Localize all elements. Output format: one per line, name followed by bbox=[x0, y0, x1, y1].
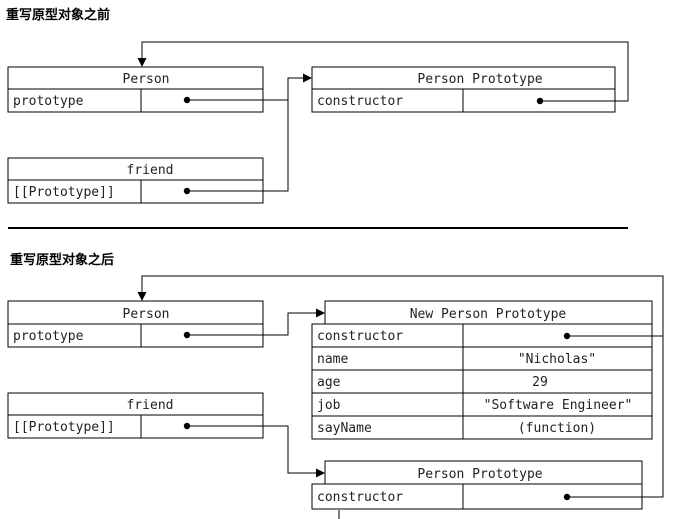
before-constructor-arrowhead bbox=[137, 58, 147, 67]
after-friend-prototype-label: [[Prototype]] bbox=[13, 420, 115, 435]
new-prototype-row-label: constructor bbox=[317, 329, 403, 344]
before-friend-box: friend [[Prototype]] bbox=[7, 157, 264, 204]
new-prototype-row-label: job bbox=[317, 398, 341, 413]
before-constructor-to-person-wire bbox=[141, 41, 629, 102]
new-prototype-row-value: "Software Engineer" bbox=[484, 398, 633, 413]
new-prototype-row-value: "Nicholas" bbox=[518, 352, 596, 367]
after-friend-box: friend [[Prototype]] bbox=[7, 392, 264, 439]
after-person-box: Person prototype bbox=[7, 300, 264, 348]
new-prototype-row-value: (function) bbox=[518, 421, 596, 436]
before-person-prototype-box: Person Prototype constructor bbox=[311, 66, 616, 113]
after-friend-title: friend bbox=[127, 398, 174, 413]
new-prototype-row-value: 29 bbox=[532, 375, 548, 390]
before-person-prototype-label: prototype bbox=[13, 94, 84, 109]
after-person-prototype-label: prototype bbox=[13, 329, 84, 344]
after-person-prototype-title: Person Prototype bbox=[417, 467, 542, 482]
new-person-prototype-box: New Person Prototype constructor name "N… bbox=[311, 300, 653, 440]
after-constructor-to-person-wire bbox=[141, 275, 664, 336]
before-constructor-label: constructor bbox=[317, 94, 403, 109]
new-prototype-row-label: sayName bbox=[317, 421, 372, 436]
after-friend-to-old-prototype-arrowhead bbox=[316, 468, 325, 478]
after-constructor-label: constructor bbox=[317, 490, 403, 505]
before-friend-title: friend bbox=[127, 163, 174, 178]
after-person-to-new-prototype-arrowhead bbox=[316, 308, 325, 318]
new-prototype-row-label: age bbox=[317, 375, 341, 390]
before-person-box: Person prototype bbox=[7, 66, 264, 113]
before-section-title: 重写原型对象之前 bbox=[6, 7, 110, 23]
before-person-to-prototype-wire bbox=[187, 77, 304, 101]
before-friend-prototype-label: [[Prototype]] bbox=[13, 185, 115, 200]
after-person-to-new-prototype-wire bbox=[187, 312, 317, 336]
after-friend-to-old-prototype-wire bbox=[187, 425, 317, 474]
new-prototype-row-label: name bbox=[317, 352, 348, 367]
after-constructor-arrowhead bbox=[137, 292, 147, 301]
before-person-title: Person bbox=[123, 72, 170, 87]
new-person-prototype-title: New Person Prototype bbox=[410, 307, 567, 322]
before-friend-to-prototype-wire bbox=[187, 100, 289, 192]
after-person-prototype-box: Person Prototype constructor bbox=[311, 460, 643, 510]
before-person-prototype-title: Person Prototype bbox=[417, 72, 542, 87]
before-person-to-prototype-arrowhead bbox=[303, 73, 312, 83]
after-section-title: 重写原型对象之后 bbox=[10, 252, 114, 268]
after-person-title: Person bbox=[123, 307, 170, 322]
after-constructor-link-wire bbox=[567, 335, 664, 498]
